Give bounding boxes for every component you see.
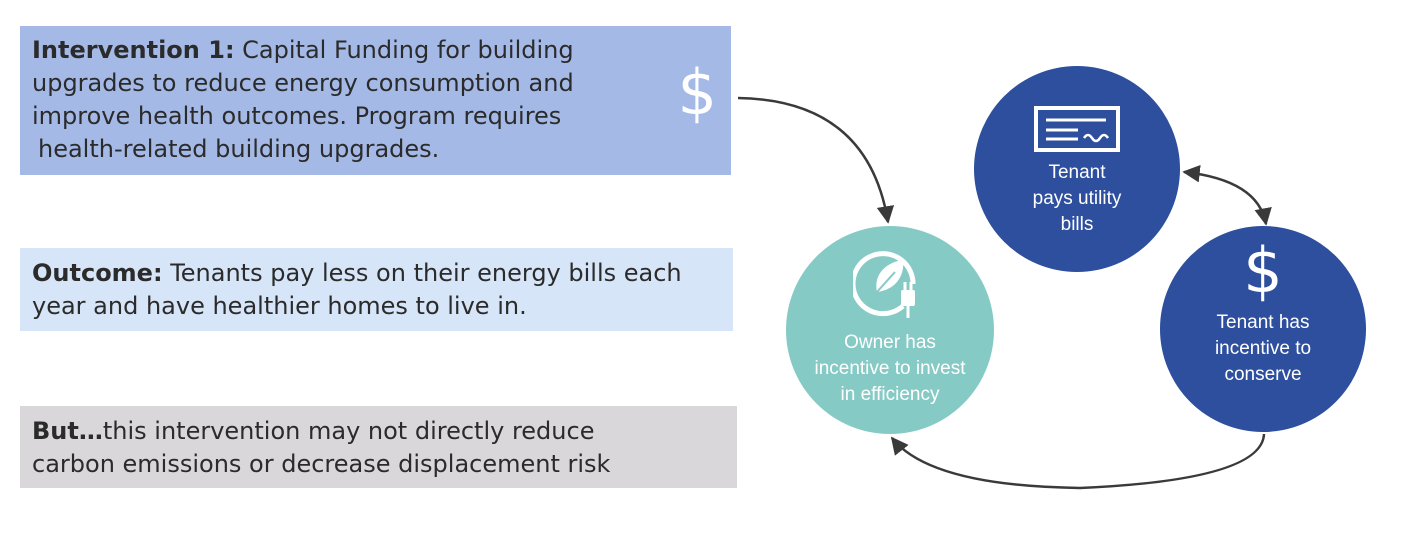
caveat-box: But…this intervention may not directly r… [20, 406, 737, 488]
outcome-box: Outcome: Tenants pay less on their energ… [20, 248, 733, 331]
dollar-icon: $ [1243, 234, 1283, 307]
intervention-heading: Intervention 1: [32, 36, 235, 64]
bill-icon [1034, 106, 1120, 152]
arrow-intervention-to-owner [737, 96, 895, 224]
outcome-heading: Outcome: [32, 259, 163, 287]
intervention-line-3: improve health outcomes. Program require… [32, 102, 562, 130]
intervention-line-4: health-related building upgrades. [38, 135, 440, 163]
leaf-plug-icon [853, 251, 916, 318]
outcome-line-1: Outcome: Tenants pay less on their energ… [32, 259, 682, 287]
tenant-pays-circle: Tenant pays utility bills [974, 66, 1180, 272]
caveat-line-2: carbon emissions or decrease displacemen… [32, 450, 611, 478]
intervention-text: Intervention 1: Capital Funding for buil… [32, 34, 652, 166]
owner-label: Owner has incentive to invest in efficie… [814, 332, 966, 405]
intervention-box: Intervention 1: Capital Funding for buil… [20, 26, 731, 175]
caveat-heading: But… [32, 417, 103, 445]
intervention-line-1: Intervention 1: Capital Funding for buil… [32, 36, 574, 64]
tenant-conserve-circle: $ Tenant has incentive to conserve [1160, 226, 1366, 432]
arrow-tenant-pays-conserve [1182, 164, 1272, 226]
caveat-line-1: But…this intervention may not directly r… [32, 417, 595, 445]
tenant-conserve-label: Tenant has incentive to conserve [1214, 312, 1312, 385]
dollar-icon: $ [677, 56, 717, 129]
intervention-line-2: upgrades to reduce energy consumption an… [32, 69, 574, 97]
arrow-conserve-to-owner [890, 433, 1266, 490]
tenant-pays-label: Tenant pays utility bills [1032, 162, 1122, 235]
owner-circle: Owner has incentive to invest in efficie… [786, 226, 994, 434]
outcome-line-2: year and have healthier homes to live in… [32, 292, 527, 320]
